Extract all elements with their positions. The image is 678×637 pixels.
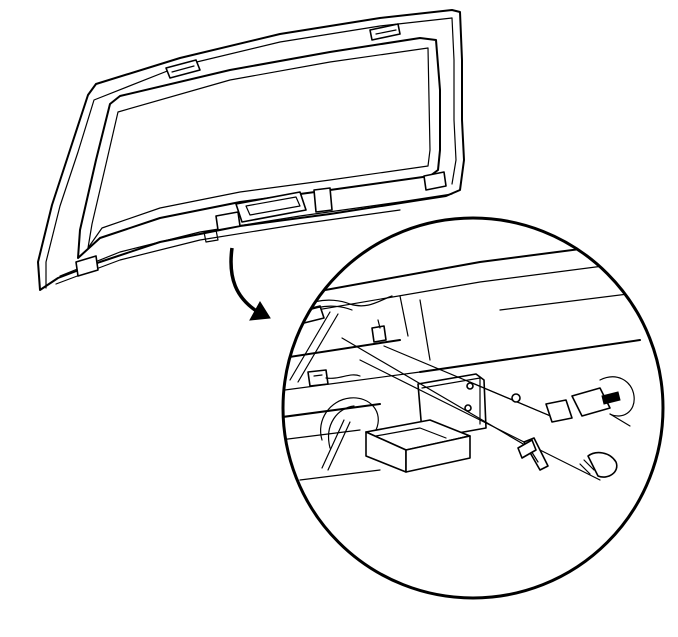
curved-arrow-icon bbox=[229, 247, 271, 321]
mounting-hole bbox=[511, 393, 521, 403]
screw bbox=[517, 437, 549, 471]
switch-module bbox=[365, 419, 471, 473]
guide-marks bbox=[289, 311, 351, 471]
window-glass-edge bbox=[87, 47, 431, 249]
corner-bracket-right bbox=[423, 171, 447, 191]
lower-panel-line-2 bbox=[55, 209, 401, 285]
wire-connector-side bbox=[307, 369, 361, 387]
liftgate-frame-edge bbox=[45, 17, 453, 289]
liftgate-outer-frame bbox=[37, 9, 465, 291]
lower-panel-line bbox=[59, 193, 453, 277]
liftgate-overview bbox=[37, 9, 465, 291]
top-hinge-left bbox=[165, 59, 201, 79]
detail-contents bbox=[283, 235, 663, 481]
small-clip bbox=[371, 319, 387, 343]
window-opening bbox=[77, 37, 441, 259]
detail-magnified bbox=[281, 216, 665, 600]
actuator-linkage bbox=[545, 376, 635, 427]
corner-bracket-left bbox=[75, 255, 99, 277]
detail-circle bbox=[281, 216, 665, 600]
clip-fastener bbox=[579, 451, 618, 478]
latch-housing bbox=[235, 187, 333, 223]
switch-target bbox=[203, 211, 241, 243]
wire-harness bbox=[320, 397, 379, 441]
top-hinge-right bbox=[369, 23, 401, 41]
liftgate-frame-edge-right bbox=[451, 17, 457, 185]
